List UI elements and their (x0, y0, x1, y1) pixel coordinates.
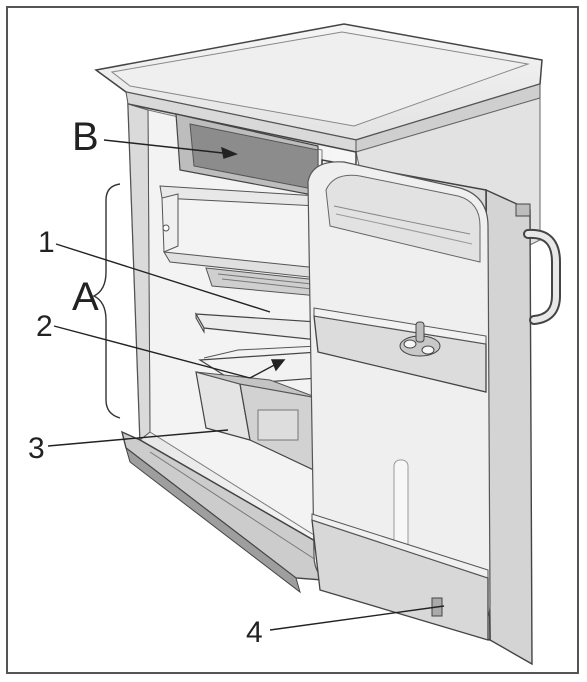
label-b: B (72, 115, 99, 159)
fridge-door (307, 159, 561, 666)
leader-lines (47, 139, 445, 631)
arrowhead-b (221, 146, 238, 159)
bracket-a (92, 183, 121, 419)
freezer-compartment (159, 113, 319, 279)
thermostat-knob (399, 321, 441, 357)
leader-1 (55, 243, 271, 313)
leader-2 (53, 325, 251, 379)
label-a: A (72, 275, 99, 319)
label-1: 1 (38, 226, 55, 259)
leader-b (103, 139, 233, 155)
fridge-top (94, 23, 543, 153)
leader-3 (47, 429, 229, 447)
label-3: 3 (28, 432, 45, 465)
crisper-drawer (195, 371, 319, 473)
label-2: 2 (36, 310, 53, 343)
label-4: 4 (246, 616, 263, 649)
leader-4 (269, 605, 445, 631)
arrowhead-2 (270, 359, 286, 372)
